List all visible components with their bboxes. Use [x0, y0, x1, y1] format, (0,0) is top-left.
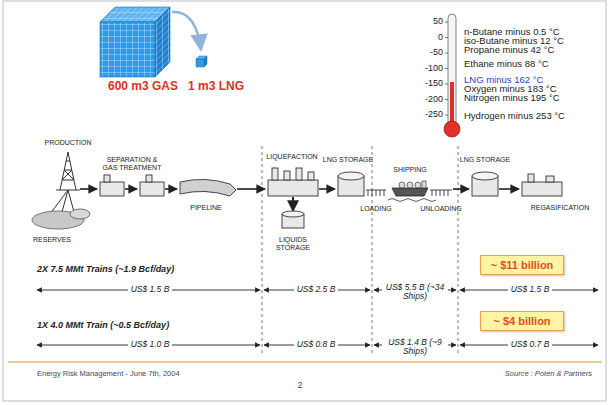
- total-cost: ~ $4 billion: [493, 315, 550, 327]
- cost-label: US$ 2.5 B: [294, 285, 339, 294]
- stage-label: SEPARATION & GAS TREATMENT: [99, 156, 165, 171]
- waves: [388, 199, 436, 202]
- total-cost-box: ~ $4 billion: [480, 311, 564, 331]
- scale-number: -250: [425, 110, 443, 120]
- cost-label: US$ 1.5 B: [508, 285, 553, 294]
- stage-label: SHIPPING: [393, 166, 426, 174]
- source-note: Source : Poten & Partners: [505, 370, 592, 378]
- scale-number: -100: [425, 64, 443, 74]
- scenario-label: 1X 4.0 MMt Train (~0.5 Bcf/day): [37, 321, 169, 331]
- stage-label: REGASIFICATION: [531, 204, 590, 212]
- lng-ship: [392, 181, 428, 196]
- scale-tick: [445, 37, 448, 38]
- volume-label: 600 m3 GAS: [108, 80, 178, 93]
- conversion-arrow: [172, 12, 201, 50]
- page-number: 2: [297, 381, 302, 391]
- stage-label: UNLOADING: [420, 205, 462, 213]
- pipeline: [180, 179, 236, 196]
- total-cost-box: ~ $11 billion: [480, 255, 564, 275]
- cost-label: US$ 0.8 B: [294, 340, 339, 349]
- lng-tank: [472, 172, 498, 196]
- cost-label: US$ 1.0 B: [128, 340, 173, 349]
- stage-label: LIQUEFACTION: [266, 153, 317, 161]
- section-dividers: [262, 146, 458, 354]
- boiling-point: Hydrogen minus 253 °C: [464, 111, 565, 121]
- stage-label: LNG STORAGE: [323, 156, 373, 164]
- down-arrow: [292, 197, 294, 211]
- cost-label: US$ 1.5 B: [128, 285, 173, 294]
- stage-label: LOADING: [360, 205, 392, 213]
- stage-label: LIQUIDS STORAGE: [271, 236, 315, 251]
- cost-label: US$ 5.5 B (~34 Ships): [382, 283, 448, 302]
- scale-tick: [445, 22, 448, 23]
- flow-arrows: [80, 188, 519, 190]
- footer-rule: [8, 361, 602, 362]
- lng-tank: [338, 172, 364, 196]
- liquefaction-plant: [268, 168, 318, 196]
- boiling-point: Propane minus 42 °C: [464, 45, 554, 55]
- stage-label: LNG STORAGE: [460, 156, 510, 164]
- liquids-tank: [282, 211, 304, 228]
- separation-units: [100, 175, 164, 196]
- scale-number: -200: [425, 95, 443, 105]
- cost-label: US$ 1.4 B (~9 Ships): [382, 338, 448, 357]
- scale-number: 50: [433, 17, 443, 27]
- scale-tick: [445, 68, 448, 69]
- cost-span-arrows: [37, 290, 598, 345]
- cost-label: US$ 0.7 B: [508, 340, 553, 349]
- regasification-plant: [522, 174, 562, 196]
- volume-label: 1 m3 LNG: [188, 80, 244, 93]
- scale-tick: [445, 99, 448, 100]
- total-cost: ~ $11 billion: [491, 259, 554, 271]
- scale-number: 0: [438, 33, 443, 43]
- stage-label: PIPELINE: [190, 204, 222, 212]
- scale-number: -50: [430, 48, 443, 58]
- boiling-point: Ethane minus 88 °C: [464, 59, 549, 69]
- stage-label: RESERVES: [33, 236, 71, 244]
- gas-cube: [100, 7, 170, 77]
- scale-tick: [445, 115, 448, 116]
- scale-number: -150: [425, 79, 443, 89]
- scale-tick: [445, 53, 448, 54]
- scale-tick: [445, 84, 448, 85]
- lng-cube: [196, 56, 207, 67]
- footer-text: Energy Risk Management - June 7th, 2004: [37, 370, 180, 378]
- reserves: [32, 209, 90, 229]
- boiling-point: Nitrogen minus 195 °C: [464, 93, 560, 103]
- scenario-label: 2X 7.5 MMt Trains (~1.9 Bcf/day): [37, 265, 174, 275]
- derrick: [50, 152, 80, 214]
- stage-label: PRODUCTION: [44, 139, 91, 147]
- thermometer: [444, 14, 460, 137]
- slide-frame: [3, 1, 606, 401]
